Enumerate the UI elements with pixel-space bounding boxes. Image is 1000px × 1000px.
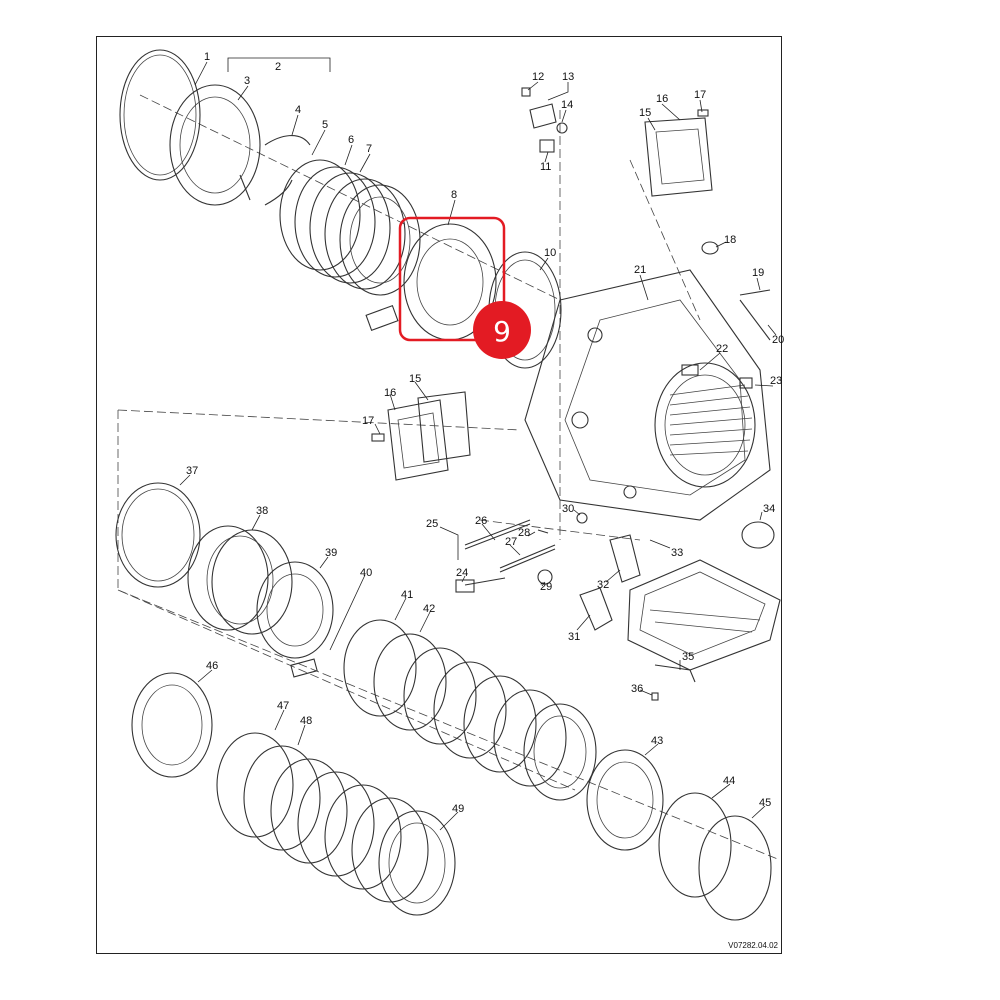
clutch-pack-47-49 (216, 732, 456, 916)
part-label: 11 (540, 161, 551, 173)
part-label: 23 (770, 375, 782, 387)
plug-18 (701, 241, 719, 255)
transmission-housing-21 (524, 269, 771, 521)
housing-ribs (669, 384, 753, 456)
highlight-badge (473, 301, 531, 359)
pin-19-20 (739, 289, 771, 341)
clutch-pack-41-42 (343, 619, 597, 801)
spring-set-40 (290, 658, 318, 678)
side-cover-15-17 (371, 391, 471, 481)
part-label: 25 (426, 518, 438, 530)
part-label: 3 (244, 75, 250, 87)
part-label: 16 (384, 387, 396, 399)
bracket-35-36 (651, 664, 696, 701)
part-label: 41 (401, 589, 413, 601)
part-label: 44 (723, 775, 735, 787)
plate-46 (131, 672, 213, 778)
part-label: 31 (568, 631, 580, 643)
part-label: 21 (634, 264, 646, 276)
part-label: 12 (532, 71, 544, 83)
part-label: 37 (186, 465, 198, 477)
levers-31-33 (579, 534, 641, 631)
part-label: 30 (562, 503, 574, 515)
part-label: 42 (423, 603, 435, 615)
part-label: 38 (256, 505, 268, 517)
part-label: 26 (475, 515, 487, 527)
piston-seal-37 (115, 482, 201, 588)
pressure-plate-3 (169, 84, 261, 206)
part-label: 39 (325, 547, 337, 559)
part-label: 15 (409, 373, 421, 385)
part-label: 7 (366, 143, 372, 155)
shaft-kit-24-30 (455, 512, 588, 593)
part-label: 20 (772, 334, 784, 346)
part-label: 33 (671, 547, 683, 559)
part-label: 34 (763, 503, 775, 515)
part-label: 4 (295, 104, 301, 116)
part-label: 17 (694, 89, 706, 101)
part-label: 40 (360, 567, 372, 579)
drum-38 (187, 525, 293, 635)
snap-rings-44-45 (658, 792, 772, 921)
part-label: 15 (639, 107, 651, 119)
part-label: 28 (518, 527, 530, 539)
part-label: 1 (204, 51, 210, 63)
leader-lines (179, 57, 777, 831)
retaining-ring-1 (119, 49, 201, 181)
part-label: 6 (348, 134, 354, 146)
part-label: 10 (544, 247, 556, 259)
part-label: 35 (682, 651, 694, 663)
part-label: 43 (651, 735, 663, 747)
part-label: 14 (561, 99, 573, 111)
part-label: 36 (631, 683, 643, 695)
part-label: 49 (452, 803, 464, 815)
part-label: 27 (505, 536, 517, 548)
sensor-assembly-11-14 (521, 87, 568, 153)
clutch-pack-6-7 (279, 159, 421, 296)
part-label: 17 (362, 415, 374, 427)
part-label: 46 (206, 660, 218, 672)
diagram-frame (96, 36, 782, 954)
part-label: 18 (724, 234, 736, 246)
part-label: 19 (752, 267, 764, 279)
part-label: 22 (716, 343, 728, 355)
valve-body (627, 559, 781, 671)
plate-39 (256, 561, 334, 659)
part-label: 47 (277, 700, 289, 712)
plate-43 (586, 749, 664, 851)
reference-code: V07282.04.02 (728, 941, 778, 950)
fittings-22-23 (681, 364, 753, 389)
part-label: 13 (562, 71, 574, 83)
highlight-number: 9 (493, 315, 511, 348)
highlight-part-9[interactable]: 9 (398, 216, 531, 359)
part-label: 16 (656, 93, 668, 105)
clips-4-5 (239, 135, 311, 206)
part-label: 32 (597, 579, 609, 591)
part-label: 45 (759, 797, 771, 809)
part-label: 2 (275, 61, 281, 73)
part-number-labels: 1 2 3 4 5 6 7 8 10 11 12 13 14 15 16 17 … (186, 51, 784, 815)
part-label: 48 (300, 715, 312, 727)
upper-cover-15-17 (644, 109, 713, 197)
part-label: 8 (451, 189, 457, 201)
part-label: 29 (540, 581, 552, 593)
filter-34 (741, 521, 775, 549)
highlight-box (398, 216, 506, 342)
part-label: 24 (456, 567, 468, 579)
spring-set (365, 304, 399, 332)
assembly-guide-lines (117, 94, 781, 861)
part-label: 5 (322, 119, 328, 131)
